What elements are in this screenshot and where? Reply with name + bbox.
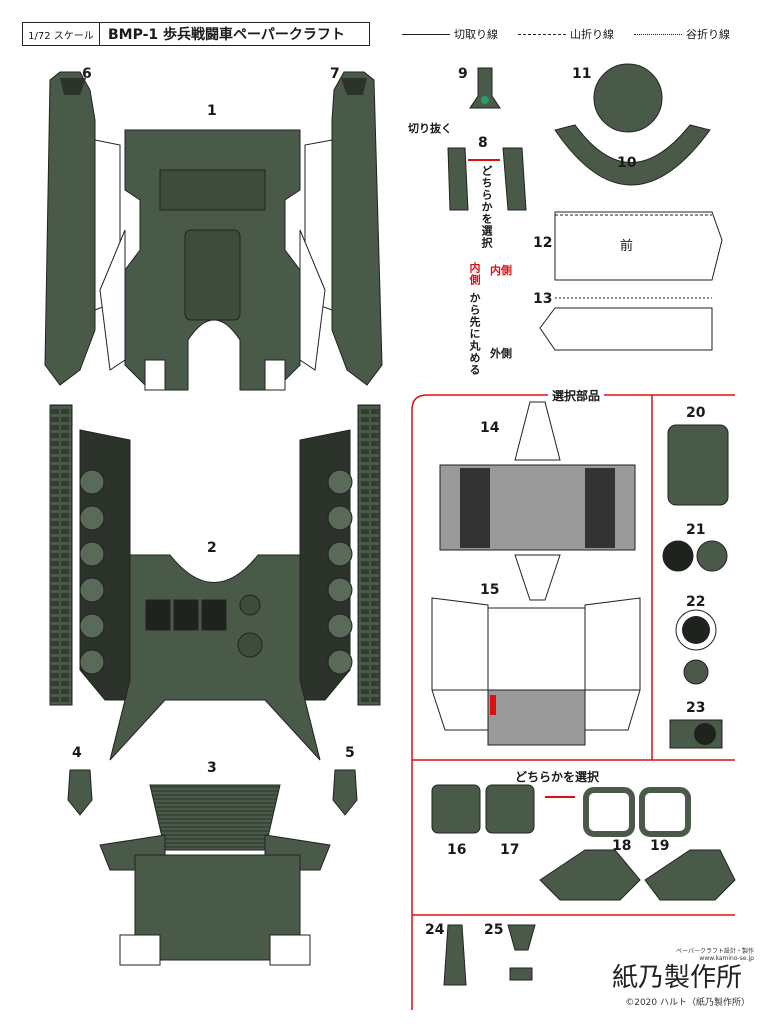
label-19: 19 (650, 838, 670, 854)
part-9 (469, 67, 501, 109)
part-19-frame (639, 787, 691, 837)
legend-valley-label: 谷折り線 (686, 28, 730, 41)
sheet-title: BMP-1 歩兵戦闘車ペーパークラフト (108, 27, 345, 43)
sheet-header: 1/72 スケール BMP-1 歩兵戦闘車ペーパークラフト (22, 22, 370, 46)
legend-valley: 谷折り線 (634, 26, 730, 42)
optional-parts-title: 選択部品 (548, 387, 605, 404)
part-21-b (696, 540, 728, 572)
mountain-line-sample (518, 33, 566, 35)
label-3: 3 (207, 760, 217, 776)
part-20 (667, 424, 729, 506)
choose-one-note: どちらかを選択 (515, 770, 600, 784)
label-24: 24 (425, 922, 445, 938)
legend-cut-label: 切取り線 (454, 28, 498, 41)
optional-frame (411, 394, 735, 1010)
cutout-note: 切り抜く (408, 122, 452, 135)
label-13: 13 (533, 291, 553, 307)
choose-one-note-8: どちらかを選択 (480, 165, 493, 249)
part-25 (507, 924, 536, 951)
label-21: 21 (686, 522, 706, 538)
part-1 (99, 129, 326, 391)
label-8: 8 (478, 135, 488, 151)
valley-line-sample (634, 33, 682, 35)
label-14: 14 (480, 420, 500, 436)
copyright: ©2020 ハルト（紙乃製作所） (625, 998, 750, 1008)
part-5 (332, 769, 358, 816)
part-22-b (683, 659, 709, 685)
label-1: 1 (207, 103, 217, 119)
legend-cut: 切取り線 (402, 26, 498, 42)
label-10: 10 (617, 155, 637, 171)
part-10 (554, 124, 711, 186)
label-18: 18 (612, 838, 632, 854)
label-12: 12 (533, 235, 553, 251)
part-11 (593, 63, 663, 133)
part-19 (644, 849, 736, 901)
part-14 (439, 401, 636, 601)
part-12 (554, 211, 723, 281)
logo-subtitle: ペーパークラフト設計・製作 www.kamino-se.jp (676, 948, 754, 962)
roll-note: から先に丸める (468, 292, 481, 376)
part-21-a (662, 540, 694, 572)
part-8-right (502, 147, 527, 211)
legend-mountain: 山折り線 (518, 26, 614, 42)
label-17: 17 (500, 842, 520, 858)
brand-logo: 紙乃製作所 (611, 963, 742, 993)
label-11: 11 (572, 66, 592, 82)
part-8-left (447, 147, 469, 211)
part-18 (539, 849, 641, 901)
outside-label: 外側 (490, 347, 512, 360)
part-4 (67, 769, 93, 816)
label-25: 25 (484, 922, 504, 938)
label-16: 16 (447, 842, 467, 858)
part-7 (304, 71, 383, 386)
part-9-mark (481, 96, 489, 104)
label-7: 7 (330, 66, 340, 82)
label-9: 9 (458, 66, 468, 82)
inside-note: 内側 (468, 262, 481, 286)
label-15: 15 (480, 582, 500, 598)
part-17 (485, 784, 535, 834)
label-5: 5 (345, 745, 355, 761)
label-6: 6 (82, 66, 92, 82)
part-2 (49, 404, 381, 761)
label-4: 4 (72, 745, 82, 761)
part-13 (539, 307, 713, 351)
part-15 (431, 597, 641, 746)
label-22: 22 (686, 594, 706, 610)
legend-mountain-label: 山折り線 (570, 28, 614, 41)
part-18-frame (583, 787, 635, 837)
cut-line-sample (402, 33, 450, 35)
part-3 (99, 784, 331, 966)
label-2: 2 (207, 540, 217, 556)
label-23: 23 (686, 700, 706, 716)
part-16 (431, 784, 481, 834)
part-6 (44, 71, 121, 386)
inside-label: 内側 (490, 264, 512, 277)
part-24 (443, 924, 467, 986)
scale-label: 1/72 スケール (23, 23, 100, 45)
label-20: 20 (686, 405, 706, 421)
front-note: 前 (620, 239, 634, 254)
